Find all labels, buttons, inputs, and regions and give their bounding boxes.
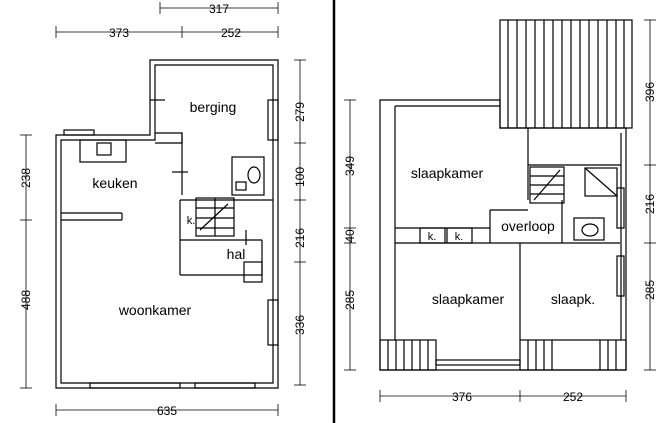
dormer-roof (499, 19, 633, 129)
bottom-dormer-left (379, 339, 437, 371)
room-label-slaapk: slaapk. (551, 291, 595, 307)
window (267, 99, 279, 141)
dim-right-width: 252 (221, 26, 241, 40)
stairs-first (529, 166, 565, 204)
room-label-berging: berging (190, 99, 237, 115)
dim-first-bottom-left: 376 (452, 390, 472, 404)
ground-floor-outer-wall (55, 59, 279, 389)
window (63, 129, 95, 136)
window (194, 382, 256, 389)
dim-first-right-lower: 285 (643, 280, 657, 300)
ground-floor-dimensions (20, 2, 306, 416)
dim-first-left-upper: 349 (343, 156, 357, 176)
dim-woonkamer-right: 336 (293, 315, 307, 335)
room-label-overloop: overloop (501, 218, 555, 234)
room-label-kast-1: k. (428, 231, 437, 243)
window (89, 382, 181, 389)
room-label-slaapkamer-2: slaapkamer (432, 291, 505, 307)
window (616, 255, 625, 297)
dim-keuken: 238 (19, 168, 33, 188)
window (435, 359, 521, 366)
window (267, 299, 279, 346)
dim-top: 317 (209, 2, 229, 16)
room-label-woonkamer: woonkamer (118, 302, 192, 318)
kitchen-counter (79, 139, 127, 163)
dim-woonkamer-left: 488 (19, 290, 33, 310)
toilet (231, 156, 265, 196)
dim-first-left-lower: 285 (343, 290, 357, 310)
dim-berging: 279 (293, 102, 307, 122)
room-label-kast: k. (187, 215, 196, 227)
room-label-slaapkamer-1: slaapkamer (411, 165, 484, 181)
ground-floor-plan (55, 59, 279, 389)
first-floor-plan (379, 19, 633, 371)
dim-first-left-mid: 40 (343, 229, 357, 243)
bathroom-sink (573, 217, 605, 241)
shower (584, 167, 618, 197)
first-floor-dimensions (344, 19, 656, 402)
dim-first-bottom-right: 252 (563, 390, 583, 404)
room-label-keuken: keuken (92, 175, 137, 191)
dim-left-width: 373 (109, 26, 129, 40)
room-label-kast-2: k. (455, 231, 464, 243)
dim-first-top-right: 396 (643, 82, 657, 102)
room-label-hal: hal (227, 246, 246, 262)
dim-toilet: 100 (293, 167, 307, 187)
stairs-ground (195, 197, 235, 237)
dim-first-right-mid: 216 (643, 194, 657, 214)
wall-berging (155, 132, 183, 144)
bottom-dormer-right (519, 339, 627, 371)
window (616, 187, 625, 229)
dim-hal: 216 (293, 228, 307, 248)
first-floor-outer-wall (379, 99, 627, 371)
ground-floor-inner-wall (60, 64, 274, 384)
dim-bottom: 635 (157, 404, 177, 418)
